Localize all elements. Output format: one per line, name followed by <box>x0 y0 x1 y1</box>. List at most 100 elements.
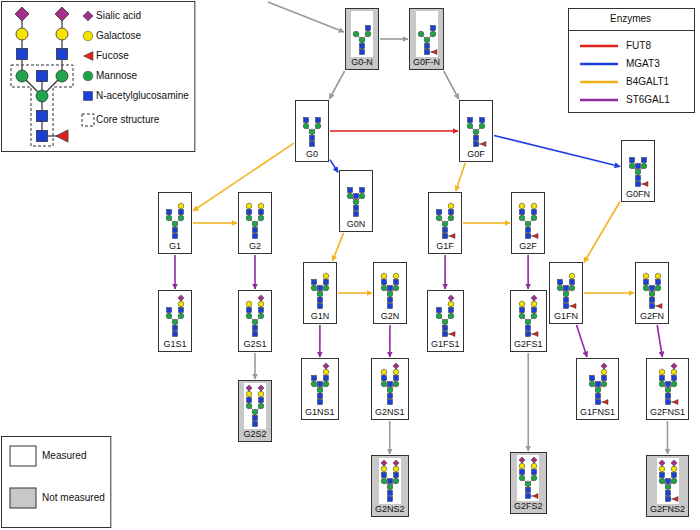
glycan-symbol <box>600 363 606 369</box>
glycan-symbol <box>259 210 264 215</box>
glycan-symbol <box>636 164 641 169</box>
glycan-symbol <box>558 280 563 285</box>
glycan-icon <box>414 11 440 57</box>
enzyme-arrow <box>254 255 256 289</box>
glycan-symbol <box>519 457 525 463</box>
icon-ground <box>379 458 401 504</box>
glycan-symbol <box>173 228 178 233</box>
glycan-symbol <box>448 295 454 301</box>
glycan-symbol <box>430 31 436 37</box>
glycan-symbol <box>671 478 677 484</box>
glycan-symbol <box>381 381 387 387</box>
glycan-symbol <box>532 210 537 215</box>
glycan-symbol <box>659 478 665 484</box>
glycan-symbol <box>309 129 315 135</box>
glycan-box: G1 <box>158 192 192 254</box>
glycan-symbol <box>166 215 172 221</box>
glycan-icon <box>553 265 579 311</box>
glycan-symbol <box>253 326 258 331</box>
enzyme-arrow <box>527 353 529 451</box>
glycan-symbol <box>310 142 315 147</box>
glycan-symbol <box>448 215 454 221</box>
glycan-icon <box>625 143 651 189</box>
glycan-symbol <box>519 203 525 209</box>
glycan-box: G0 <box>295 100 329 162</box>
glycan-symbol <box>253 422 258 427</box>
glycan-symbol <box>258 313 264 319</box>
glycan-illustration <box>11 7 73 146</box>
glycan-symbol <box>246 403 252 409</box>
glycan-symbol <box>259 308 264 313</box>
glycan-symbol <box>252 409 258 415</box>
glycan-symbol <box>519 313 525 319</box>
glycan-name: G1S1 <box>162 339 188 350</box>
glycan-symbol <box>670 363 676 369</box>
glycan-symbol <box>569 273 575 279</box>
glycan-name: G0FN <box>625 189 651 200</box>
glycan-icon <box>377 265 403 311</box>
glycan-symbol <box>424 50 429 55</box>
glycan-symbol <box>387 497 392 502</box>
glycan-box: G1FNS1 <box>576 358 619 420</box>
glycan-symbol <box>443 332 448 337</box>
glycan-symbol <box>393 369 399 375</box>
glycan-icon <box>585 361 611 407</box>
enzyme-arrow <box>444 71 459 99</box>
glycan-symbol <box>570 280 575 285</box>
glycan-symbol <box>481 142 487 147</box>
glycan-symbol <box>246 301 252 307</box>
glycan-symbol <box>643 285 649 291</box>
glycan-symbol <box>353 31 359 37</box>
glycan-box: G1N <box>303 262 337 324</box>
glycan-symbol <box>387 387 393 393</box>
glycan-name: G1N <box>307 311 333 322</box>
glycan-name: G0 <box>299 149 325 160</box>
glycan-symbol <box>323 369 329 375</box>
icon-ground <box>351 11 373 57</box>
glycan-box: G2FS1 <box>510 290 547 352</box>
glycan-symbol <box>393 460 399 466</box>
glycan-symbol <box>311 381 317 387</box>
glycan-symbol <box>443 234 448 239</box>
icon-ground <box>244 383 266 429</box>
glycan-name: G1FS1 <box>431 339 460 350</box>
glycan-symbol <box>258 403 264 409</box>
glycan-symbol <box>480 118 485 123</box>
glycan-name: G1NS1 <box>305 407 335 418</box>
glycan-symbol <box>353 199 359 205</box>
glycan-symbol <box>658 460 664 466</box>
glycan-box: G0F-N <box>409 8 444 70</box>
enzyme-arrow <box>329 71 344 99</box>
glycan-symbol <box>519 475 525 481</box>
glycan-symbol <box>643 273 649 279</box>
glycan-symbol <box>317 400 322 405</box>
enzyme-arrow <box>667 421 669 454</box>
legend-samples <box>10 11 618 508</box>
glycan-symbol <box>564 304 569 309</box>
glycan-symbol <box>564 286 569 291</box>
glycan-symbol <box>448 301 454 307</box>
glycan-symbol <box>665 387 671 393</box>
glycan-symbol <box>449 308 454 313</box>
legend-text: MGAT3 <box>626 58 660 70</box>
glycan-name: G2FNS2 <box>650 504 685 515</box>
enzyme-arrow <box>389 421 391 454</box>
glycan-symbol <box>525 481 531 487</box>
glycan-icon <box>432 293 458 339</box>
glycan-symbol <box>479 123 485 129</box>
glycan-symbol <box>650 286 655 291</box>
glycan-symbol <box>178 215 184 221</box>
glycan-icon <box>299 103 325 149</box>
glycan-symbol <box>393 473 398 478</box>
glycan-symbol <box>387 484 393 490</box>
glycan-symbol <box>323 285 329 291</box>
glycan-symbol <box>657 304 663 309</box>
glycan-symbol <box>303 123 309 129</box>
enzyme-arrow <box>254 353 256 379</box>
glycan-symbol <box>178 313 184 319</box>
glycan-symbol <box>84 52 94 61</box>
glycan-symbol <box>317 394 322 399</box>
glycan-symbol <box>317 291 323 297</box>
glycan-symbol <box>659 466 665 472</box>
